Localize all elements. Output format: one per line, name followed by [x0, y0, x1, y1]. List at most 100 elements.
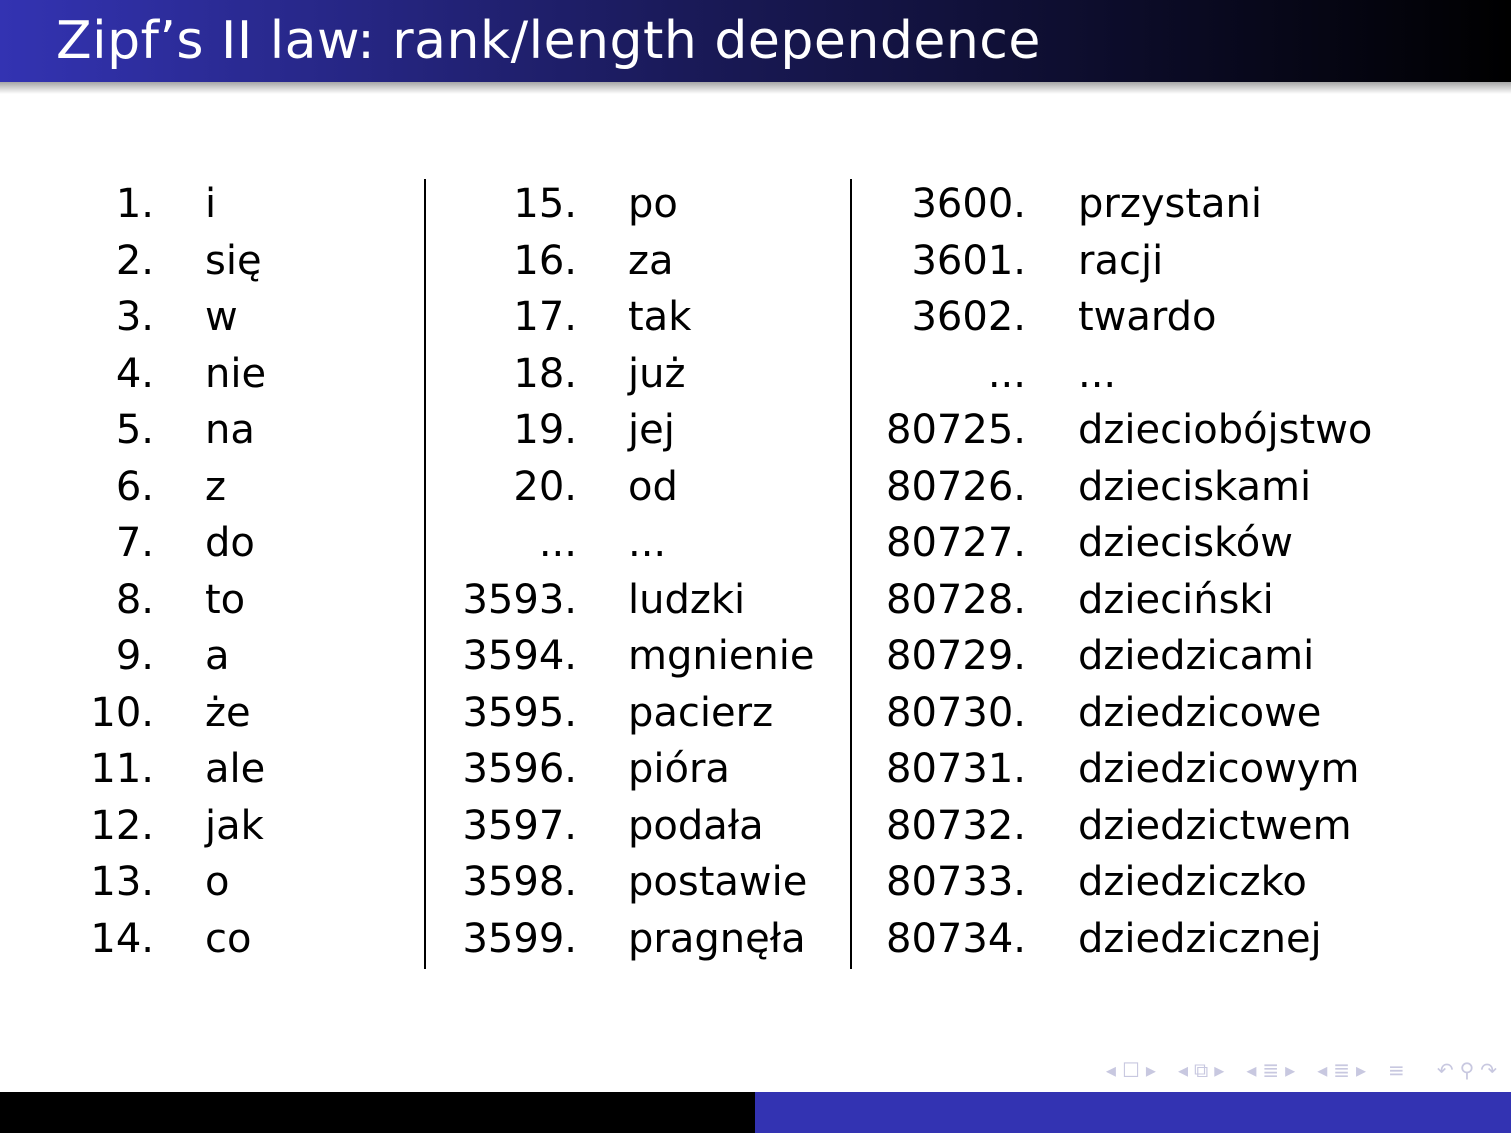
- word: po: [628, 181, 678, 227]
- word: twardo: [1078, 294, 1217, 340]
- table-row: 3600. przystani: [856, 176, 1496, 233]
- word: co: [205, 915, 252, 962]
- nav-toc-prev-icon[interactable]: ◂: [1317, 1058, 1328, 1082]
- word: racji: [1078, 237, 1164, 284]
- word: ludzki: [628, 576, 746, 623]
- rank-number: 17.: [513, 294, 577, 340]
- table-row: 3602. twardo: [856, 289, 1496, 346]
- table-row: 3596. pióra: [430, 741, 850, 798]
- slide-title: Zipf’s II law: rank/length dependence: [56, 11, 1041, 71]
- nav-toc-icon[interactable]: ≣: [1333, 1058, 1350, 1082]
- rank-number: 16.: [513, 237, 577, 284]
- word: pragnęła: [628, 915, 806, 962]
- table-row: 6. z: [0, 459, 420, 516]
- rank-number: 6.: [115, 463, 154, 510]
- word: dzieciński: [1078, 576, 1274, 623]
- rank-number: 4.: [115, 350, 154, 397]
- rank-number: 20.: [513, 463, 577, 510]
- word: ...: [628, 520, 667, 566]
- word: pióra: [628, 746, 730, 792]
- nav-back-icon[interactable]: ↶: [1436, 1058, 1454, 1082]
- nav-subsection-icon[interactable]: ⧉: [1194, 1058, 1209, 1082]
- table-row: 5.na: [0, 402, 420, 459]
- word: dziedzicowe: [1078, 689, 1322, 736]
- nav-forward-icon[interactable]: ↷: [1480, 1058, 1497, 1082]
- rank-number: 80727.: [886, 520, 1026, 566]
- table-row: 80731.dziedzicowym: [856, 741, 1496, 798]
- nav-section-prev-icon[interactable]: ◂: [1246, 1058, 1257, 1082]
- rank-number: 1.: [115, 181, 154, 227]
- word: jak: [205, 802, 264, 849]
- word: się: [205, 237, 262, 284]
- word: na: [205, 407, 255, 453]
- rank-number: 3600.: [911, 181, 1026, 227]
- rank-number: 80730.: [886, 689, 1026, 736]
- rank-number: 3597.: [462, 802, 577, 849]
- table-row: 80734. dziedzicznej: [856, 911, 1496, 968]
- word: dzieciobójstwo: [1078, 407, 1373, 453]
- rank-number: 3602.: [911, 294, 1026, 340]
- rank-number: 80733.: [886, 859, 1026, 905]
- nav-frame-next-icon[interactable]: ▸: [1145, 1058, 1156, 1082]
- table-row: 80728.dzieciński: [856, 572, 1496, 629]
- rank-number: 10.: [90, 689, 154, 736]
- nav-subsection-next-icon[interactable]: ▸: [1214, 1058, 1225, 1082]
- rank-number: 9.: [115, 633, 154, 679]
- nav-search-icon[interactable]: ⚲: [1459, 1058, 1475, 1082]
- nav-section-next-icon[interactable]: ▸: [1285, 1058, 1296, 1082]
- word: nie: [205, 350, 267, 397]
- table-row: 20.od: [430, 459, 850, 516]
- rank-number: ...: [538, 520, 577, 566]
- rank-number: 80725.: [886, 407, 1026, 453]
- footer-bar-right: [755, 1092, 1511, 1133]
- rank-number: 3594.: [462, 633, 577, 679]
- nav-appendix-icon[interactable]: ≡: [1388, 1058, 1405, 1082]
- rank-number: 15.: [513, 181, 577, 227]
- word: i: [205, 181, 217, 227]
- nav-subsection-prev-icon[interactable]: ◂: [1177, 1058, 1188, 1082]
- rank-number: 3593.: [462, 576, 577, 623]
- table-row: 3597.podała: [430, 798, 850, 855]
- table-row: 3595.pacierz: [430, 685, 850, 742]
- word: a: [205, 633, 230, 679]
- rank-number: 80732.: [886, 802, 1026, 849]
- nav-section-icon[interactable]: ≣: [1262, 1058, 1280, 1082]
- rank-number: 80734.: [886, 915, 1026, 962]
- word: dziedzicowym: [1078, 746, 1360, 792]
- rank-number: 3599.: [462, 915, 577, 962]
- table-row: 3593. ludzki: [430, 572, 850, 629]
- word: do: [205, 520, 255, 566]
- word: już: [628, 350, 686, 397]
- column-separator-1: [424, 179, 426, 969]
- header-shadow: [0, 82, 1511, 94]
- nav-toc-next-icon[interactable]: ▸: [1356, 1058, 1367, 1082]
- rank-number: 3596.: [462, 746, 577, 792]
- table-row: ......: [856, 346, 1496, 403]
- word: ale: [205, 746, 266, 792]
- table-row: 14. co: [0, 911, 420, 968]
- rank-number: 3598.: [462, 859, 577, 905]
- table-row: 3.w: [0, 289, 420, 346]
- footer-bar-left: [0, 1092, 755, 1133]
- rank-number: 3.: [115, 294, 154, 340]
- word: pacierz: [628, 689, 774, 736]
- word: o: [205, 859, 230, 905]
- rank-number: 80729.: [886, 633, 1026, 679]
- table-row: 80730. dziedzicowe: [856, 685, 1496, 742]
- column-separator-2: [850, 179, 852, 969]
- table-row: 80725. dzieciobójstwo: [856, 402, 1496, 459]
- nav-frame-prev-icon[interactable]: ◂: [1105, 1058, 1116, 1082]
- nav-frame-icon[interactable]: ☐: [1121, 1058, 1140, 1082]
- word: dziedzicznej: [1078, 915, 1322, 962]
- table-row: 3598.postawie: [430, 854, 850, 911]
- rank-number: 14.: [90, 915, 154, 962]
- rank-number: 12.: [90, 802, 154, 849]
- table-row: 7.do: [0, 515, 420, 572]
- word: przystani: [1078, 181, 1263, 227]
- rank-number: 2.: [115, 237, 154, 284]
- word: z: [205, 463, 226, 510]
- word: dziedziczko: [1078, 859, 1307, 905]
- table-row: 10.że: [0, 685, 420, 742]
- table-row: 80729.dziedzicami: [856, 628, 1496, 685]
